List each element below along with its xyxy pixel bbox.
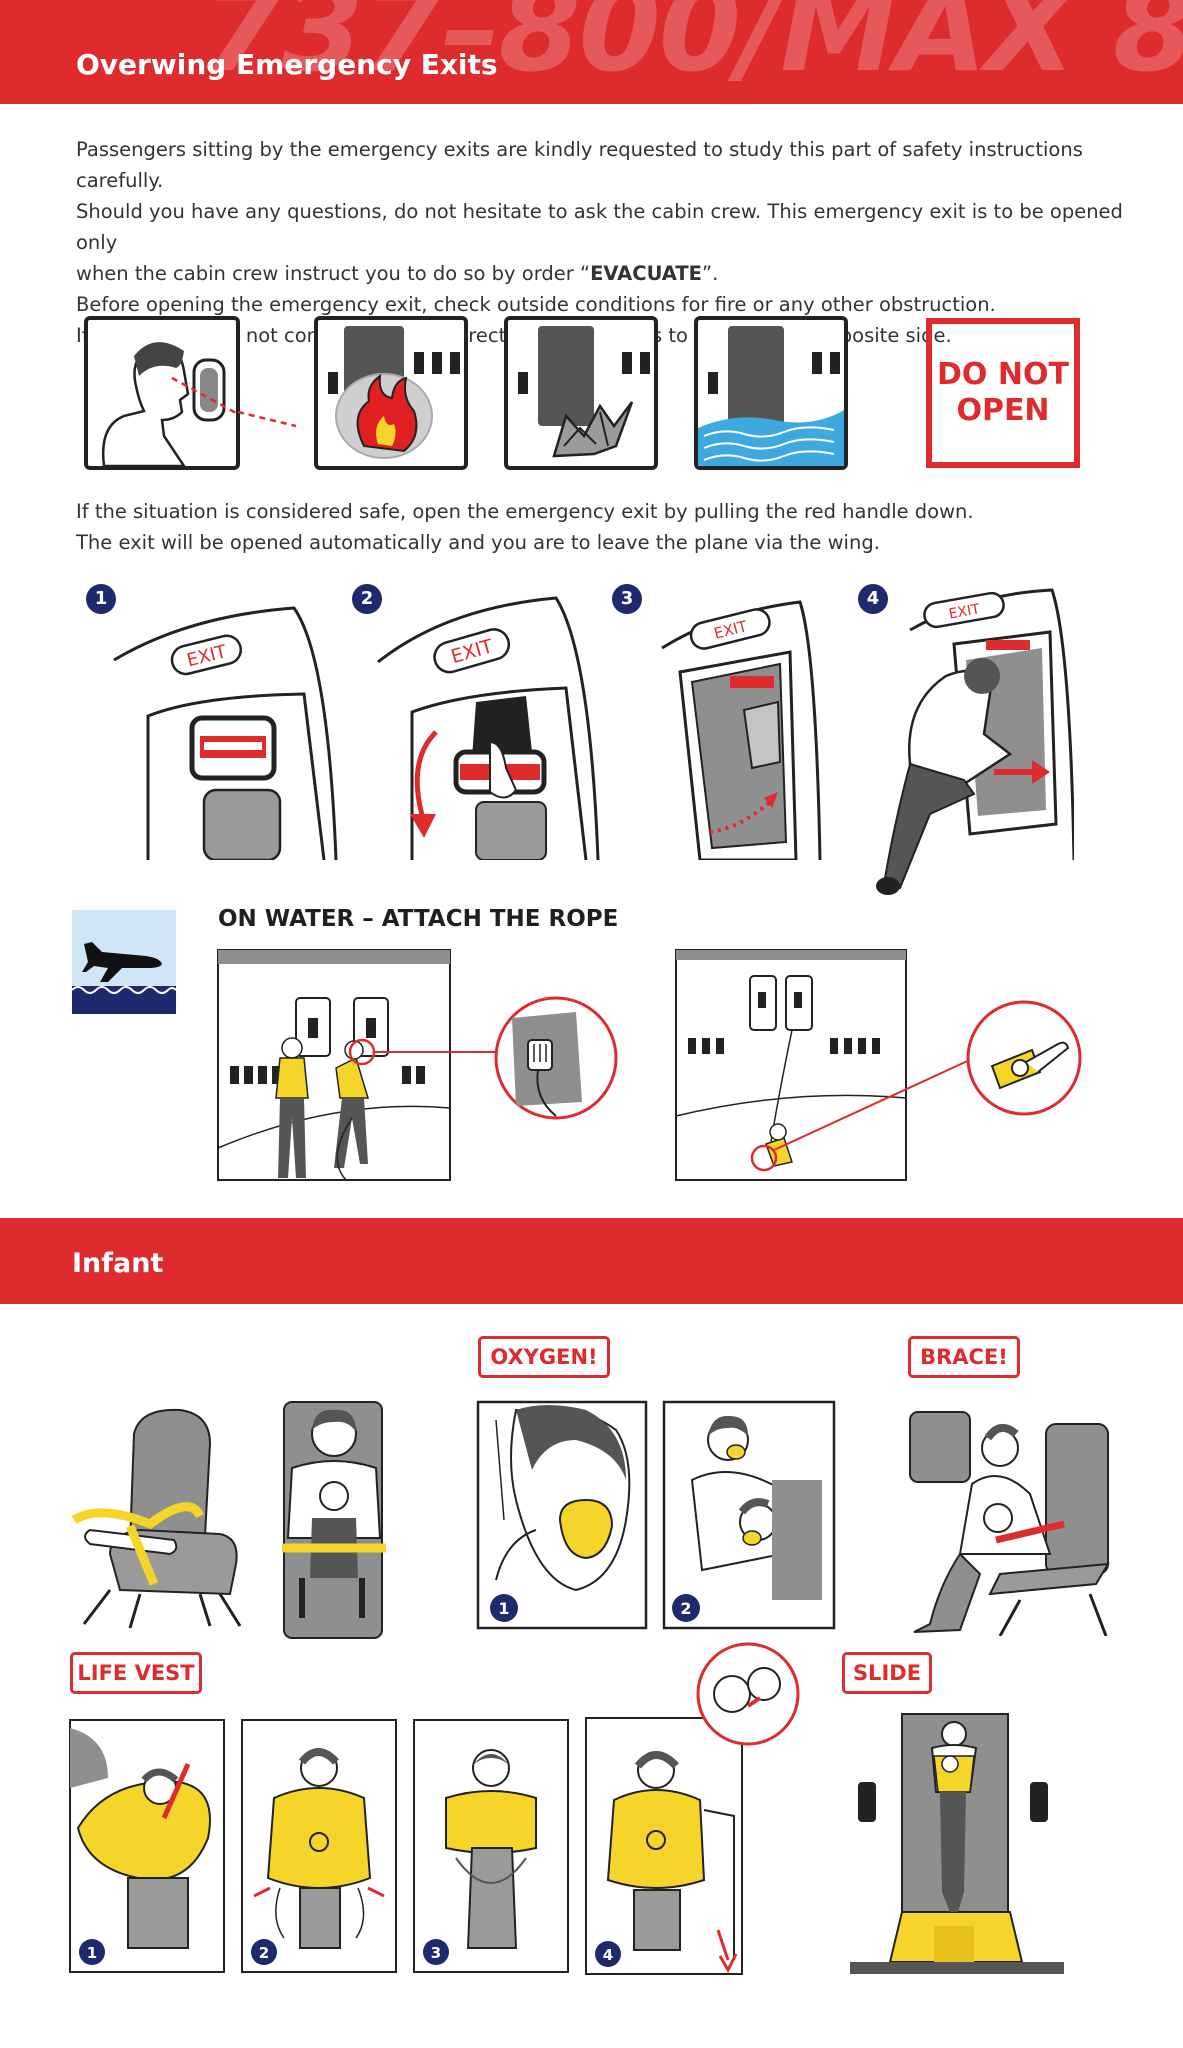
dashed-line-icon (238, 410, 297, 428)
model-watermark: 737–800/MAX 8 (201, 0, 1183, 98)
water-outside-illustration (694, 316, 848, 470)
plane-on-water-icon (72, 910, 176, 1014)
exit-door-step3-opening: EXIT (661, 600, 822, 860)
debris-outside-illustration (504, 316, 658, 470)
svg-text:3: 3 (431, 1944, 441, 1962)
life-vest-step2: 2 (241, 1719, 397, 1973)
exit-label: EXIT (948, 601, 982, 622)
life-vest-tag: LIFE VEST (70, 1652, 202, 1694)
section-title-overwing: Overwing Emergency Exits (76, 48, 498, 81)
svg-text:4: 4 (603, 1946, 613, 1964)
intro-line: Should you have any questions, do not he… (76, 200, 1123, 254)
fire-outside-illustration (314, 316, 468, 470)
slide-tag: SLIDE (842, 1652, 932, 1694)
step-number: 2 (352, 584, 382, 614)
evacuate-keyword: EVACUATE (590, 262, 703, 285)
open-line: The exit will be opened automatically an… (76, 531, 880, 554)
svg-text:2: 2 (259, 1944, 269, 1962)
life-vest-step3: 3 (413, 1719, 569, 1973)
oxygen-tag: OXYGEN! (478, 1336, 610, 1378)
open-instructions: If the situation is considered safe, ope… (76, 496, 1156, 558)
exit-door-step4-leave: EXIT (876, 588, 1074, 895)
header-band: 737–800/MAX 8 Overwing Emergency Exits (0, 0, 1183, 104)
life-vest-step4: 4 (585, 1642, 800, 1975)
svg-text:1: 1 (87, 1944, 97, 1962)
svg-text:2: 2 (680, 1599, 691, 1618)
slide-infant-illustration (850, 1713, 1064, 1974)
intro-line: Passengers sitting by the emergency exit… (76, 138, 1083, 192)
oxygen-mask-adult-illustration: 1 (476, 1400, 648, 1630)
on-water-heading: ON WATER – ATTACH THE ROPE (218, 906, 619, 932)
do-not-open-sign: DO NOT OPEN (926, 318, 1080, 468)
attach-rope-scene-left (217, 949, 618, 1181)
step-number: 4 (858, 584, 888, 614)
svg-text:1: 1 (498, 1599, 509, 1618)
exit-door-step2-pull-handle: EXIT (377, 596, 600, 860)
step-number: 1 (86, 584, 116, 614)
intro-line: Before opening the emergency exit, check… (76, 293, 996, 316)
intro-line: when the cabin crew instruct you to do s… (76, 262, 719, 285)
exit-door-step1: EXIT (113, 606, 338, 860)
attach-rope-scene-right (675, 949, 1082, 1181)
oxygen-mask-infant-illustration: 2 (662, 1400, 836, 1630)
life-vest-step1: 1 (69, 1719, 225, 1973)
open-line: If the situation is considered safe, ope… (76, 500, 974, 523)
brace-tag: BRACE! (908, 1336, 1020, 1378)
infant-band: Infant (0, 1218, 1183, 1304)
infant-seatbelt-seat (71, 1408, 242, 1629)
section-title-infant: Infant (72, 1248, 164, 1279)
step-number: 3 (612, 584, 642, 614)
check-window-illustration (84, 316, 240, 470)
brace-position-infant (909, 1411, 1110, 1636)
infant-on-lap-belt (282, 1401, 386, 1639)
